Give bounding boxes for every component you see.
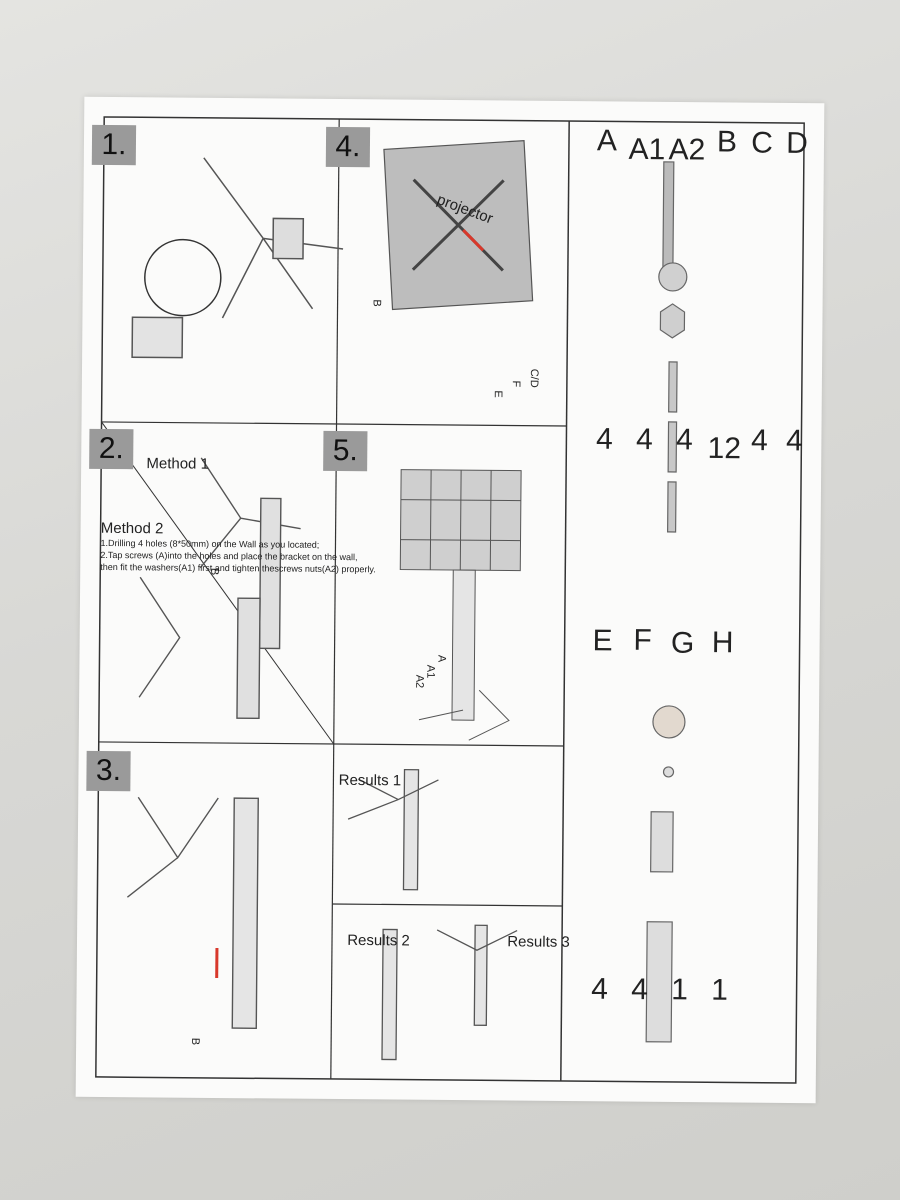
part-code-a2: A2 bbox=[668, 133, 706, 167]
results-1-label: Results 1 bbox=[338, 771, 402, 790]
part-qty-a2: 4 bbox=[675, 423, 693, 457]
part-qty-a: 4 bbox=[595, 422, 613, 456]
results-2-label: Results 2 bbox=[347, 931, 410, 950]
step5-notes: 1.Drilling 4 holes (8*50mm) on the Wall … bbox=[100, 537, 420, 576]
callout-b-step4: B bbox=[370, 299, 383, 307]
results-3-label: Results 3 bbox=[507, 933, 570, 951]
part-qty-b: 12 bbox=[707, 431, 742, 466]
part-code-e: E bbox=[592, 624, 613, 658]
part-qty-a1: 4 bbox=[635, 422, 653, 457]
step5-wall-drawing bbox=[399, 469, 522, 741]
part-qty-c: 4 bbox=[750, 423, 768, 458]
results-drawings bbox=[347, 768, 518, 1061]
part-code-d: D bbox=[786, 126, 808, 160]
method-1-label: Method 1 bbox=[146, 455, 210, 473]
part-code-h: H bbox=[711, 626, 734, 660]
part-qty-d: 4 bbox=[785, 424, 803, 458]
step-3-badge: 3. bbox=[86, 750, 131, 792]
part-qty-g: 1 bbox=[671, 973, 689, 1007]
part-qty-h: 1 bbox=[711, 973, 729, 1007]
step2-drawing bbox=[138, 457, 301, 720]
part-code-g: G bbox=[670, 626, 695, 660]
part-code-f: F bbox=[633, 623, 652, 657]
callout-a1: A1 bbox=[424, 664, 437, 679]
step-2-badge: 2. bbox=[89, 428, 134, 470]
method-2-label: Method 2 bbox=[100, 519, 164, 538]
parts-pictures bbox=[645, 161, 688, 1043]
step-1-badge: 1. bbox=[91, 124, 137, 166]
part-code-a: A bbox=[596, 124, 618, 158]
callout-b-step3: B bbox=[189, 1037, 202, 1046]
part-code-c: C bbox=[751, 126, 773, 160]
callout-a: A bbox=[435, 654, 448, 663]
step3-drawing bbox=[126, 796, 259, 1030]
step-4-badge: 4. bbox=[325, 126, 371, 168]
part-code-b: B bbox=[716, 125, 738, 159]
part-code-a1: A1 bbox=[628, 132, 666, 167]
step1-bracket-drawing bbox=[131, 157, 344, 359]
callout-e: E bbox=[491, 390, 504, 398]
callout-cd: C/D bbox=[527, 368, 541, 388]
part-qty-f: 4 bbox=[631, 972, 649, 1007]
part-qty-e: 4 bbox=[591, 972, 609, 1006]
step4-projector-drawing bbox=[383, 139, 534, 311]
callout-f: F bbox=[509, 380, 522, 388]
instruction-sheet: 1. 4. 2. 5. 3. Method 1 Method 2 Results… bbox=[75, 96, 825, 1104]
callout-a2: A2 bbox=[413, 674, 426, 689]
sheet-frame bbox=[95, 116, 805, 1084]
step-5-badge: 5. bbox=[323, 430, 368, 472]
